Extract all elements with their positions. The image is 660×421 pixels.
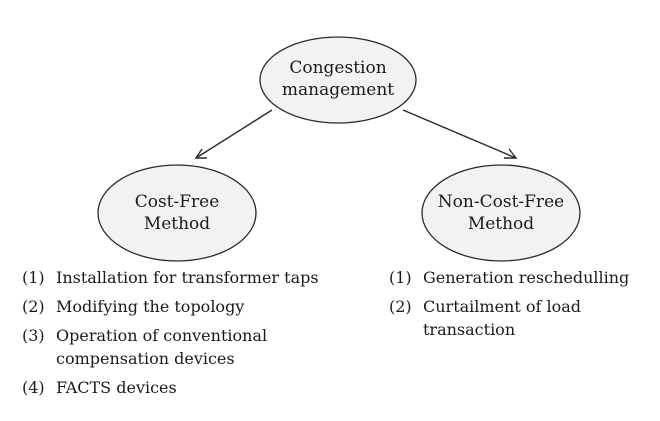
root-node-label-line1: Congestion	[289, 58, 387, 78]
cost-free-node-label-line2: Method	[143, 214, 211, 234]
list-item-number: (1)	[389, 268, 412, 287]
root-node-label: Congestion management	[258, 57, 418, 101]
cost-free-node-label-line1: Cost-Free	[134, 192, 220, 212]
list-item: (3) Operation of conventional compensati…	[22, 324, 342, 370]
list-item-text: Installation for transformer taps	[56, 268, 319, 287]
cost-free-methods-list: (1) Installation for transformer taps (2…	[22, 266, 342, 405]
cost-free-node-ellipse	[97, 164, 257, 262]
list-item-text: FACTS devices	[56, 378, 177, 397]
list-item-text: Curtailment of load	[423, 297, 582, 316]
list-item: (4) FACTS devices	[22, 376, 342, 399]
non-cost-free-methods-list: (1) Generation reschedulling (2) Curtail…	[389, 266, 649, 347]
list-item-text: Modifying the topology	[56, 297, 245, 316]
root-node-ellipse	[259, 36, 417, 124]
list-item-text-continued: compensation devices	[56, 349, 235, 368]
non-cost-free-node-label: Non-Cost-Free Method	[421, 191, 581, 235]
list-item-text: Generation reschedulling	[423, 268, 630, 287]
cost-free-node-label: Cost-Free Method	[97, 191, 257, 235]
list-item: (2) Modifying the topology	[22, 295, 342, 318]
list-item-number: (2)	[389, 297, 412, 316]
list-item-number: (4)	[22, 378, 45, 397]
list-item: (1) Generation reschedulling	[389, 266, 649, 289]
list-item-number: (2)	[22, 297, 45, 316]
list-item: (2) Curtailment of load transaction	[389, 295, 649, 341]
arrowhead-non-cost-free	[504, 148, 518, 159]
edge-root-to-cost-free	[195, 109, 273, 159]
list-item-number: (1)	[22, 268, 45, 287]
list-item-text: Operation of conventional	[56, 326, 268, 345]
root-node-label-line2: management	[281, 80, 395, 100]
edge-root-to-non-cost-free	[402, 109, 517, 159]
list-item-number: (3)	[22, 326, 45, 345]
non-cost-free-node-label-line1: Non-Cost-Free	[437, 192, 565, 212]
arrowhead-cost-free	[194, 148, 207, 159]
list-item: (1) Installation for transformer taps	[22, 266, 342, 289]
non-cost-free-node-label-line2: Method	[467, 214, 535, 234]
non-cost-free-node-ellipse	[421, 164, 581, 262]
list-item-text-continued: transaction	[423, 320, 516, 339]
